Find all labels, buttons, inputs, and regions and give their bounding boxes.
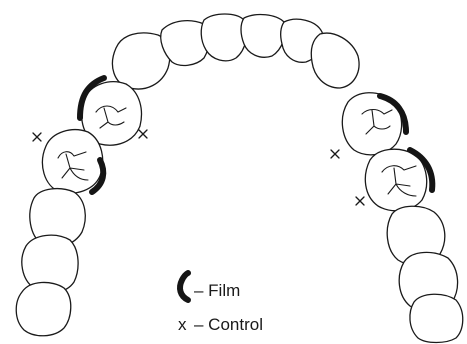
control-x-right-2 <box>356 197 364 205</box>
tooth-right-central-incisor <box>241 15 285 58</box>
legend-film-swatch <box>180 273 188 300</box>
legend: – Film x – Control <box>178 273 263 334</box>
right-posterior-teeth <box>342 93 462 343</box>
anterior-teeth <box>112 14 359 89</box>
tooth-left-molar <box>42 130 102 194</box>
tooth-right-lower-3 <box>410 294 463 342</box>
tooth-left-lower-3 <box>16 282 71 335</box>
legend-film-label: – Film <box>194 281 240 300</box>
legend-control-label: – Control <box>194 315 263 334</box>
control-x-left-2 <box>139 130 147 138</box>
control-x-right-1 <box>331 150 339 158</box>
control-x-left-1 <box>33 133 41 141</box>
legend-control-symbol: x <box>178 315 187 334</box>
tooth-left-central-incisor <box>201 14 247 61</box>
tooth-right-canine <box>311 33 359 88</box>
